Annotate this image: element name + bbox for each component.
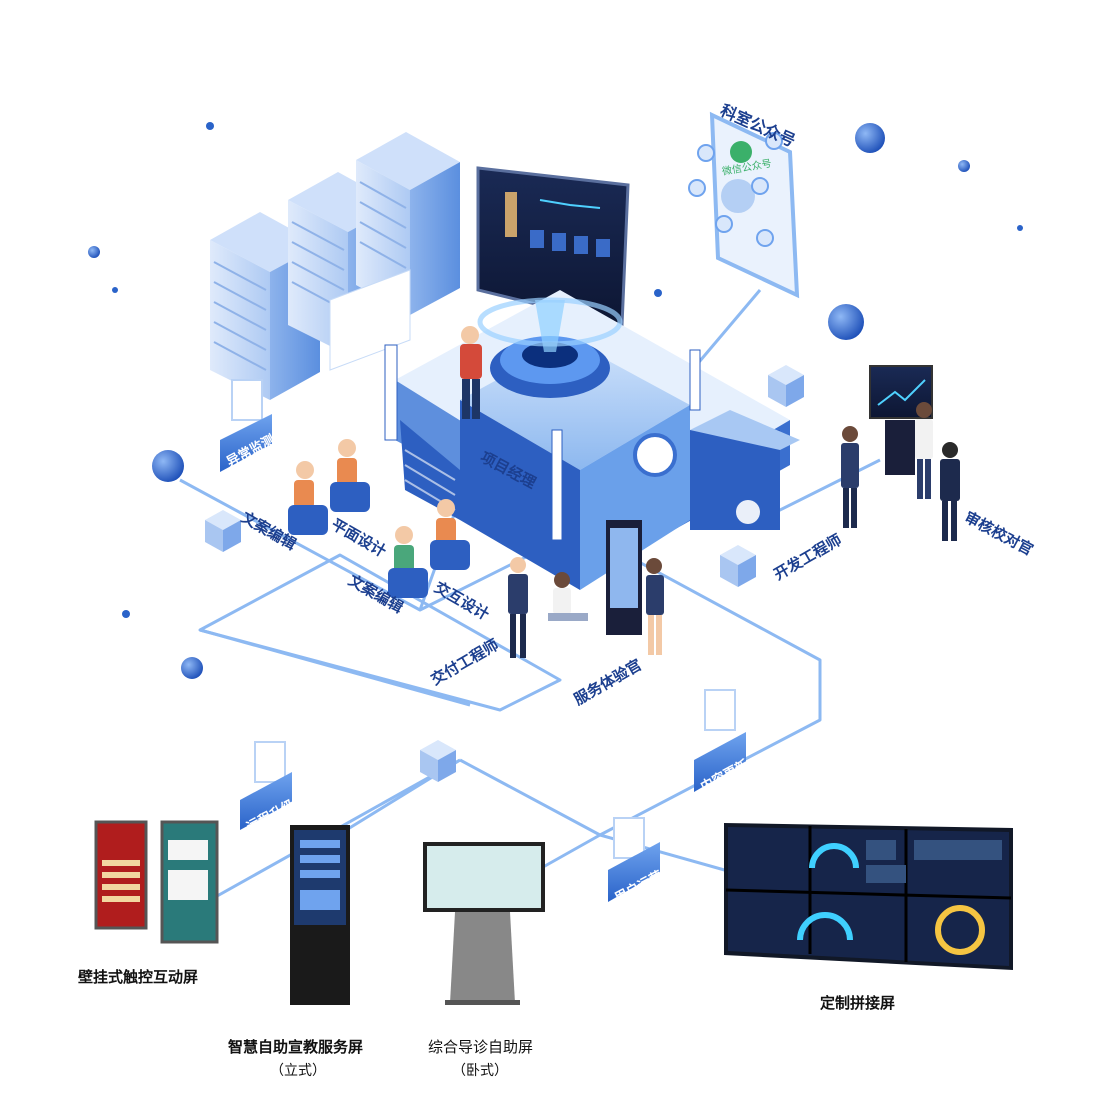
device-video-wall [724,823,1013,970]
dev-review-figures [841,365,960,541]
node-cubes [205,365,804,782]
device-wall-touch-screens [94,820,219,944]
central-platform [384,290,800,590]
device-standing-kiosk [290,825,350,1005]
network-lines [179,289,881,902]
caption-reclining-kiosk: 综合导诊自助屏 [428,1038,534,1056]
decor-spheres [88,122,1023,679]
caption-wall-touch: 壁挂式触控互动屏 [78,968,199,986]
caption-video-wall: 定制拼接屏 [820,994,896,1012]
caption-standing-kiosk-sub: （立式） [270,1063,326,1079]
project-manager-figure [460,326,482,419]
wechat-phone [688,111,800,299]
device-reclining-kiosk [423,842,545,1005]
caption-standing-kiosk: 智慧自助宣教服务屏 [228,1038,364,1056]
document-icons [231,379,736,859]
caption-reclining-kiosk-sub: （卧式） [452,1063,508,1079]
service-figures [508,520,664,658]
tag-shapes [220,414,746,902]
team-figures [288,439,470,598]
server-racks [210,132,460,400]
